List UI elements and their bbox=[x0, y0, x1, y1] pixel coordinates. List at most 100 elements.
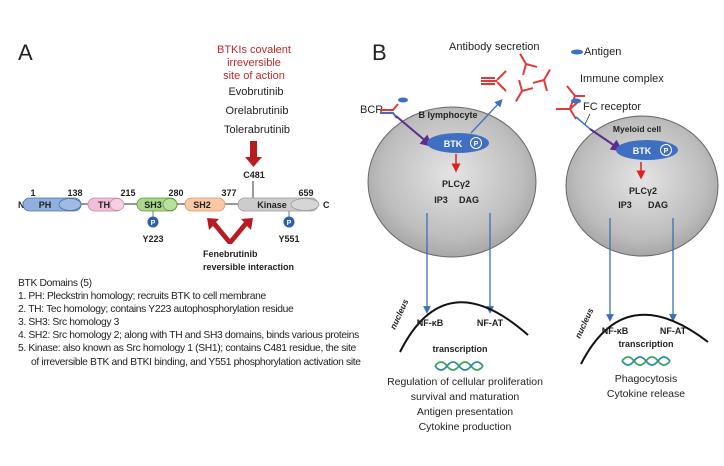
domain-kinase-label: Kinase bbox=[257, 200, 287, 210]
plcg2-m: PLCγ2 bbox=[629, 186, 657, 196]
dag-b: DAG bbox=[459, 195, 479, 205]
bcr-signal-arrow bbox=[395, 115, 433, 147]
phospho-icon bbox=[147, 216, 159, 228]
b-lymphocyte-label: B lymphocyte bbox=[418, 110, 477, 120]
bcr-icon bbox=[380, 97, 408, 119]
dag-m: DAG bbox=[648, 200, 668, 210]
n-terminus: N bbox=[18, 200, 25, 210]
ip3-b: IP3 bbox=[434, 195, 448, 205]
antigen-icon bbox=[571, 49, 583, 55]
nucleus-membrane-b bbox=[399, 301, 529, 353]
nucleus-membrane-m bbox=[580, 313, 709, 365]
pos-1: 1 bbox=[30, 188, 35, 198]
btki-title-line-1: BTKIs covalent bbox=[217, 44, 291, 56]
myeloid-cell-label: Myeloid cell bbox=[613, 124, 661, 134]
bound-antigen-icon bbox=[571, 98, 581, 104]
antibody-icons bbox=[481, 53, 551, 102]
phospho-y223: P Y223 bbox=[142, 211, 164, 244]
svg-text:reversible interaction: reversible interaction bbox=[203, 262, 294, 272]
pos-138: 138 bbox=[67, 188, 82, 198]
panel-b-label: B bbox=[372, 40, 387, 65]
pos-659: 659 bbox=[298, 188, 313, 198]
transcription-m: transcription bbox=[618, 339, 673, 349]
legend-item-sh2: 4. SH2: Src homology 2; along with TH an… bbox=[18, 330, 359, 342]
nucleus-label-b: nucleus bbox=[388, 297, 411, 331]
b-lymphocyte-cell bbox=[367, 106, 537, 258]
domain-ph-label: PH bbox=[39, 200, 52, 210]
myeloid-cell bbox=[565, 115, 719, 257]
nfkb-b: NF-κB bbox=[417, 318, 444, 328]
nfat-m: NF-AT bbox=[660, 326, 687, 336]
fc-receptor-icon bbox=[575, 116, 591, 130]
phospho-y551: P Y551 bbox=[278, 211, 300, 244]
fenebrutinib-arrow-icon bbox=[207, 218, 253, 244]
legend-item-kinase: 5. Kinase: also known as Src homology 1 … bbox=[18, 343, 356, 355]
dna-icon-m bbox=[621, 356, 671, 366]
transcription-b: transcription bbox=[432, 344, 487, 354]
legend-item-th: 2. TH: Tec homology; contains Y223 autop… bbox=[18, 304, 294, 316]
c481-label: C481 bbox=[243, 170, 265, 180]
svg-text:BTK: BTK bbox=[633, 146, 652, 156]
btk-domain-legend: BTK Domains (5) 1. PH: Pleckstrin homolo… bbox=[18, 277, 363, 369]
immune-complex-label: Immune complex bbox=[580, 73, 664, 85]
m-outcome-1: Phagocytosis bbox=[615, 373, 677, 385]
fc-receptor-label: FC receptor bbox=[583, 101, 641, 113]
pos-377: 377 bbox=[221, 188, 236, 198]
plcg2-b: PLCγ2 bbox=[442, 179, 470, 189]
domain-th: TH bbox=[87, 197, 125, 212]
domain-ph: PH bbox=[22, 197, 82, 212]
antibody-secretion-label: Antibody secretion bbox=[449, 41, 540, 53]
domain-kinase: Kinase bbox=[237, 197, 320, 212]
svg-text:P: P bbox=[664, 148, 669, 155]
svg-text:BTK: BTK bbox=[444, 139, 463, 149]
dna-icon-b bbox=[434, 361, 484, 371]
domain-sh3: SH3 bbox=[136, 197, 178, 212]
panel-a-label: A bbox=[18, 40, 33, 65]
legend-item-kinase-cont: of irreversible BTK and BTKI binding, an… bbox=[31, 356, 361, 368]
domain-sh3-label: SH3 bbox=[144, 200, 162, 210]
y223-label: Y223 bbox=[142, 234, 163, 244]
phospho-icon bbox=[470, 137, 482, 149]
b-outcome-2: survival and maturation bbox=[411, 391, 520, 403]
b-outcome-3: Antigen presentation bbox=[417, 406, 513, 418]
m-outcome-2: Cytokine release bbox=[607, 388, 685, 400]
nfat-b: NF-AT bbox=[477, 318, 504, 328]
domain-sh2: SH2 bbox=[184, 197, 226, 212]
pos-280: 280 bbox=[168, 188, 183, 198]
phospho-icon bbox=[283, 216, 295, 228]
btki-title-line-2: irreversible bbox=[227, 57, 281, 69]
legend-item-sh3: 3. SH3: Src homology 3 bbox=[18, 317, 120, 329]
pos-215: 215 bbox=[120, 188, 135, 198]
domain-th-label: TH bbox=[98, 200, 110, 210]
svg-text:P: P bbox=[151, 220, 156, 227]
immune-complex-icon bbox=[556, 85, 585, 120]
btki-drug-list: Evobrutinib Orelabrutinib Tolerabrutinib bbox=[224, 86, 290, 136]
svg-text:P: P bbox=[287, 220, 292, 227]
btki-title-line-3: site of action bbox=[223, 70, 285, 82]
btki-site-title: BTKIs covalent irreversible site of acti… bbox=[217, 44, 291, 82]
drug-tolerabrutinib: Tolerabrutinib bbox=[224, 124, 290, 136]
covalent-arrow bbox=[245, 141, 262, 167]
bcr-label: BCR bbox=[360, 104, 383, 116]
fenebrutinib-label: Fenebrutinib reversible interaction bbox=[203, 249, 294, 272]
fc-signal-arrow bbox=[589, 128, 623, 152]
nfkb-m: NF-κB bbox=[602, 326, 629, 336]
secretion-arrow bbox=[470, 99, 503, 134]
drug-orelabrutinib: Orelabrutinib bbox=[226, 105, 289, 117]
b-outcome-1: Regulation of cellular proliferation bbox=[387, 376, 543, 388]
domain-sh2-label: SH2 bbox=[193, 200, 211, 210]
svg-text:Fenebrutinib: Fenebrutinib bbox=[203, 249, 258, 259]
c-terminus: C bbox=[323, 200, 330, 210]
ip3-m: IP3 bbox=[618, 200, 632, 210]
btk-myeloid: BTK P bbox=[616, 140, 678, 160]
phospho-icon bbox=[660, 144, 672, 156]
legend-item-ph: 1. PH: Pleckstrin homology; recruits BTK… bbox=[18, 291, 266, 303]
drug-evobrutinib: Evobrutinib bbox=[228, 86, 283, 98]
antigen-label: Antigen bbox=[584, 46, 621, 58]
nucleus-label-m: nucleus bbox=[573, 306, 596, 340]
btk-b-cell: BTK P bbox=[427, 133, 489, 153]
svg-text:P: P bbox=[474, 141, 479, 148]
legend-title: BTK Domains (5) bbox=[18, 278, 92, 289]
y551-label: Y551 bbox=[278, 234, 299, 244]
